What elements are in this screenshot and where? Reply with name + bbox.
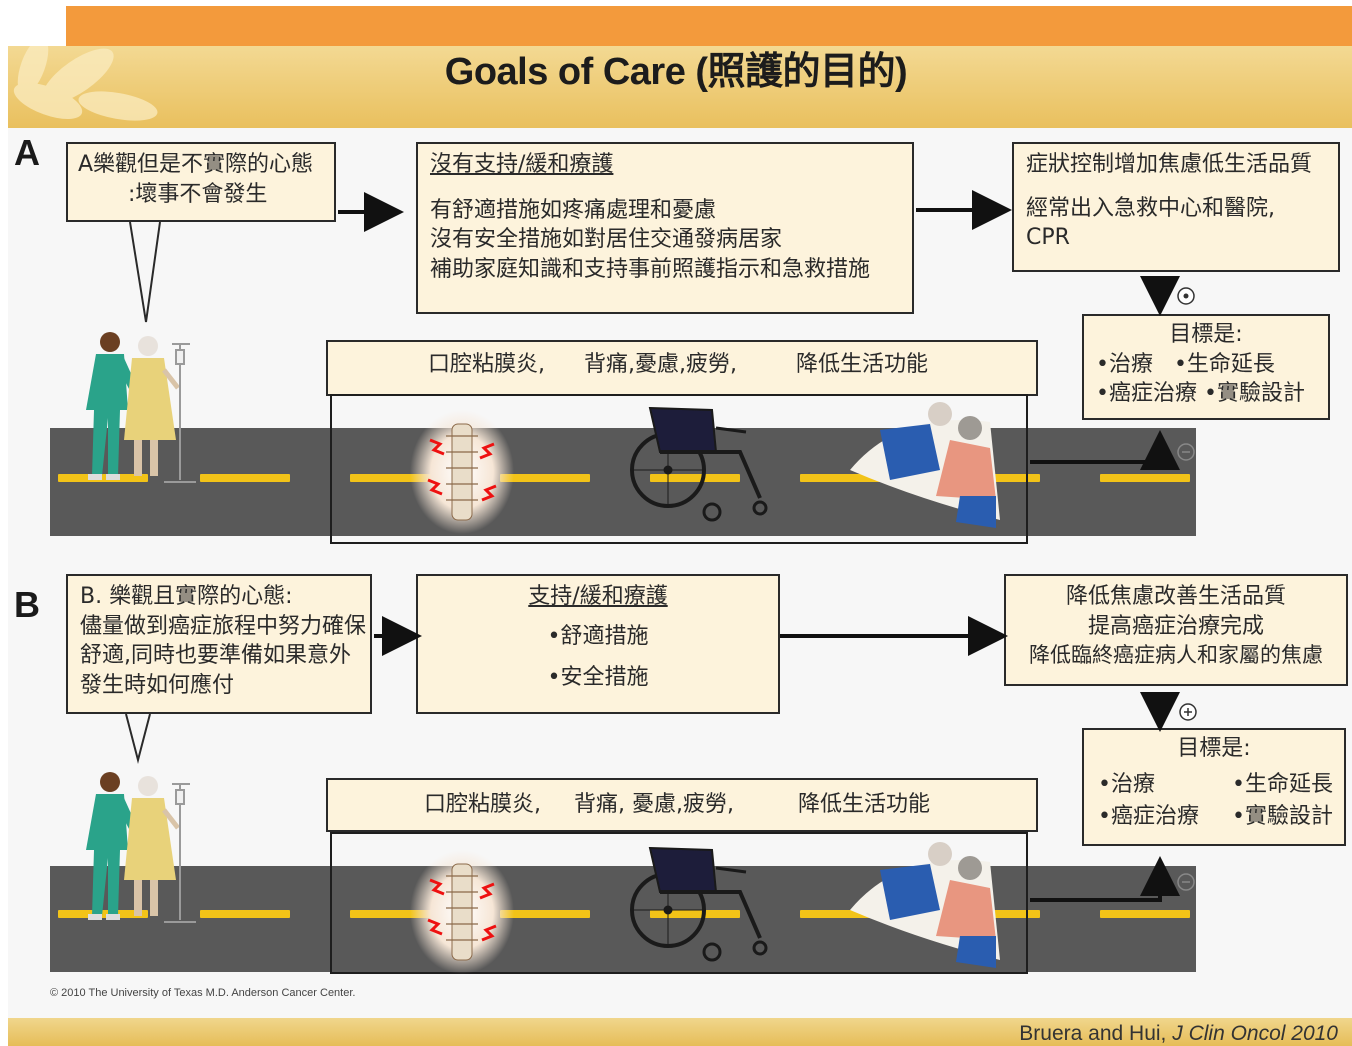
panel-a-outcome-line-3: CPR (1026, 225, 1070, 251)
panel-a-road (50, 428, 1196, 536)
road-dash (650, 910, 740, 918)
panel-a-care-line-2: 沒有安全措施如對居住交通發病居家 (430, 227, 783, 253)
circle-minus-icon (1177, 443, 1195, 461)
panel-b-mindset-line-2: 儘量做到癌症旅程中努力確保 (80, 613, 367, 639)
road-dash (500, 910, 590, 918)
wheelchair-icon (630, 406, 768, 522)
panel-b-goal-2: •生命延長 (1232, 772, 1333, 797)
panel-b-care-line-2: •安全措施 (547, 665, 649, 691)
panel-a-care-line-3: 補助家庭知識和支持事前照護指示和急救措施 (430, 257, 871, 283)
panel-b-goal-4: •實驗設計 (1232, 804, 1333, 829)
flower-decoration-icon (13, 46, 158, 121)
header-band (8, 46, 1352, 128)
road-dash (350, 910, 440, 918)
footer-band (8, 1018, 1352, 1046)
panel-a-goals-box: 目標是: •治療 •生命延長 •癌症治療 •實驗設計 (1082, 314, 1330, 420)
panel-b-symptom-2: 背痛, 憂慮,疲勞, (574, 792, 734, 817)
panel-b-speech-tail (125, 713, 151, 764)
panel-a-symptom-3: 降低生活功能 (796, 352, 929, 377)
panel-a-symptoms-box: 口腔粘膜炎, 背痛,憂慮,疲勞, 降低生活功能 (326, 340, 1038, 396)
panel-b-mindset-box: B. 樂觀且實際的心態: 儘量做到癌症旅程中努力確保 舒適,同時也要準備如果意外… (66, 574, 372, 714)
road-dash (650, 474, 740, 482)
panel-b-care-box: 支持/緩和療護 •舒適措施 •安全措施 (416, 574, 780, 714)
circle-minus-icon (1177, 873, 1195, 891)
spine-pain-icon (410, 410, 514, 534)
panel-b-goals-heading: 目標是: (1177, 736, 1251, 761)
panel-a-care-heading: 沒有支持/緩和療護 (430, 152, 614, 177)
road-dash (350, 474, 440, 482)
top-accent-bar (66, 6, 1352, 46)
panel-a-care-line-1: 有舒適措施如疼痛處理和憂慮 (430, 197, 717, 223)
panel-b-outcome-line-3: 降低臨終癌症病人和家屬的焦慮 (1029, 643, 1323, 668)
citation: Bruera and Hui, J Clin Oncol 2010 (1019, 1022, 1338, 1046)
panel-a-goals-heading: 目標是: (1169, 322, 1243, 347)
panel-a-mindset-line-2: :壞事不會發生 (128, 181, 268, 207)
citation-journal: J Clin Oncol 2010 (1172, 1022, 1338, 1045)
panel-a-care-box: 沒有支持/緩和療護 有舒適措施如疼痛處理和憂慮 沒有安全措施如對居住交通發病居家… (416, 142, 914, 314)
panel-b-care-line-1: •舒適措施 (547, 623, 649, 649)
panel-b-outcome-line-1: 降低焦慮改善生活品質 (1065, 584, 1286, 609)
panel-b-mindset-line-3: 舒適,同時也要準備如果意外 (80, 643, 351, 669)
road-dash (58, 474, 148, 482)
panel-b-goals-box: 目標是: •治療 •生命延長 •癌症治療 •實驗設計 (1082, 728, 1346, 846)
citation-authors: Bruera and Hui, (1019, 1022, 1167, 1045)
arrow-up-icon (1030, 856, 1180, 902)
iv-pole-icon (164, 343, 196, 483)
panel-b-goal-3: •癌症治療 (1098, 804, 1199, 829)
road-dash (200, 474, 290, 482)
panel-a-journey-frame (330, 394, 1028, 544)
road-dash (1100, 474, 1190, 482)
panel-b-goal-1: •治療 (1098, 772, 1155, 797)
road-dash (800, 474, 890, 482)
panel-a-mindset-box: A樂觀但是不實際的心態 :壞事不會發生 (66, 142, 336, 222)
road-dash (500, 474, 590, 482)
panel-a-speech-tail (129, 221, 161, 323)
person-patient-icon (124, 336, 180, 476)
road-dash (800, 910, 890, 918)
slide-title: Goals of Care (照護的目的) (444, 51, 908, 93)
panel-b-mindset-line-1: B. 樂觀且實際的心態: (80, 584, 293, 609)
bed-patient-icon (850, 402, 1000, 528)
panel-b-symptom-3: 降低生活功能 (798, 792, 931, 817)
panel-a-outcome-line-1: 症狀控制增加焦慮低生活品質 (1026, 152, 1313, 177)
panel-a-goals-row-2: •癌症治療 •實驗設計 (1096, 381, 1305, 407)
panel-b-care-heading: 支持/緩和療護 (528, 584, 668, 609)
panel-a-symptom-1: 口腔粘膜炎, (428, 352, 545, 377)
panel-a-letter: A (14, 132, 40, 173)
panel-b-journey-frame (330, 832, 1028, 974)
road-dash (58, 910, 148, 918)
panel-b-outcome-line-2: 提高癌症治療完成 (1087, 613, 1264, 639)
panel-a-illustrations (86, 332, 1000, 534)
panel-b-letter: B (14, 584, 40, 625)
road-dash (1100, 910, 1190, 918)
panel-a-symptom-2: 背痛,憂慮,疲勞, (584, 352, 737, 377)
road-dash (200, 910, 290, 918)
panel-b-mindset-line-4: 發生時如何應付 (80, 673, 235, 699)
arrow-up-icon (1030, 430, 1180, 470)
panel-a-outcome-line-2: 經常出入急救中心和醫院, (1026, 195, 1275, 221)
panel-b-illustrations (86, 772, 1000, 974)
panel-b-symptoms-box: 口腔粘膜炎, 背痛, 憂慮,疲勞, 降低生活功能 (326, 778, 1038, 832)
panel-a-outcome-box: 症狀控制增加焦慮低生活品質 經常出入急救中心和醫院, CPR (1012, 142, 1340, 272)
panel-b-outcome-box: 降低焦慮改善生活品質 提高癌症治療完成 降低臨終癌症病人和家屬的焦慮 (1004, 574, 1348, 686)
panel-a-goals-row-1: •治療 •生命延長 (1096, 351, 1275, 377)
copyright-notice: © 2010 The University of Texas M.D. Ande… (50, 987, 356, 999)
panel-a-mindset-line-1: A樂觀但是不實際的心態 (78, 152, 314, 177)
panel-b-road (50, 866, 1196, 972)
panel-b-symptom-1: 口腔粘膜炎, (424, 792, 541, 817)
